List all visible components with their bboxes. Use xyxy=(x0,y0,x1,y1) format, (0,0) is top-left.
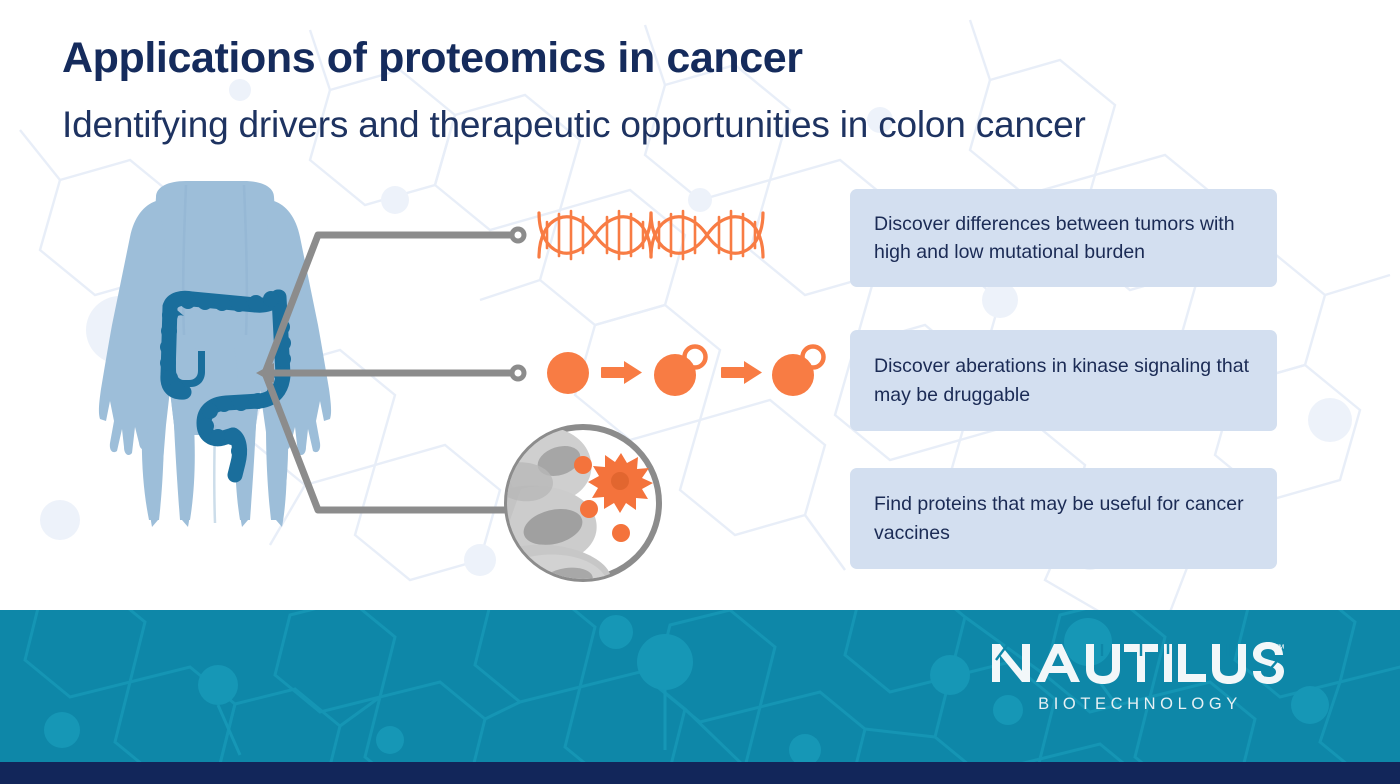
logo-tagline: BIOTECHNOLOGY xyxy=(1038,695,1242,713)
callout-text: Discover aberations in kinase signaling … xyxy=(874,355,1250,406)
page-subtitle: Identifying drivers and therapeutic oppo… xyxy=(62,104,1086,145)
nautilus-wordmark: ™ xyxy=(992,642,1285,684)
callout-card-kinase-signaling[interactable]: Discover aberations in kinase signaling … xyxy=(850,330,1277,431)
nautilus-logo: ™ BIOTECHNOLOGY xyxy=(988,640,1288,714)
connector-lines xyxy=(261,231,515,514)
colon-cancer-illustration xyxy=(98,181,826,582)
footer-molecule-pattern xyxy=(23,610,1400,762)
tumor-cell-antigen-icon xyxy=(504,424,662,582)
footer-navy-band xyxy=(0,762,1400,784)
callout-card-mutational-burden[interactable]: Discover differences between tumors with… xyxy=(850,189,1277,287)
dna-helix-icon xyxy=(537,209,765,261)
callout-text: Discover differences between tumors with… xyxy=(874,212,1235,263)
callout-card-cancer-vaccines[interactable]: Find proteins that may be useful for can… xyxy=(850,468,1277,569)
connector-arrowhead xyxy=(256,363,274,383)
human-body-torso xyxy=(98,181,332,527)
footer-teal-band xyxy=(0,610,1400,762)
trademark-symbol: ™ xyxy=(1274,643,1285,655)
kinase-phosphorylation-icon xyxy=(547,344,826,396)
page-title: Applications of proteomics in cancer xyxy=(62,34,803,82)
callout-text: Find proteins that may be useful for can… xyxy=(874,493,1244,544)
